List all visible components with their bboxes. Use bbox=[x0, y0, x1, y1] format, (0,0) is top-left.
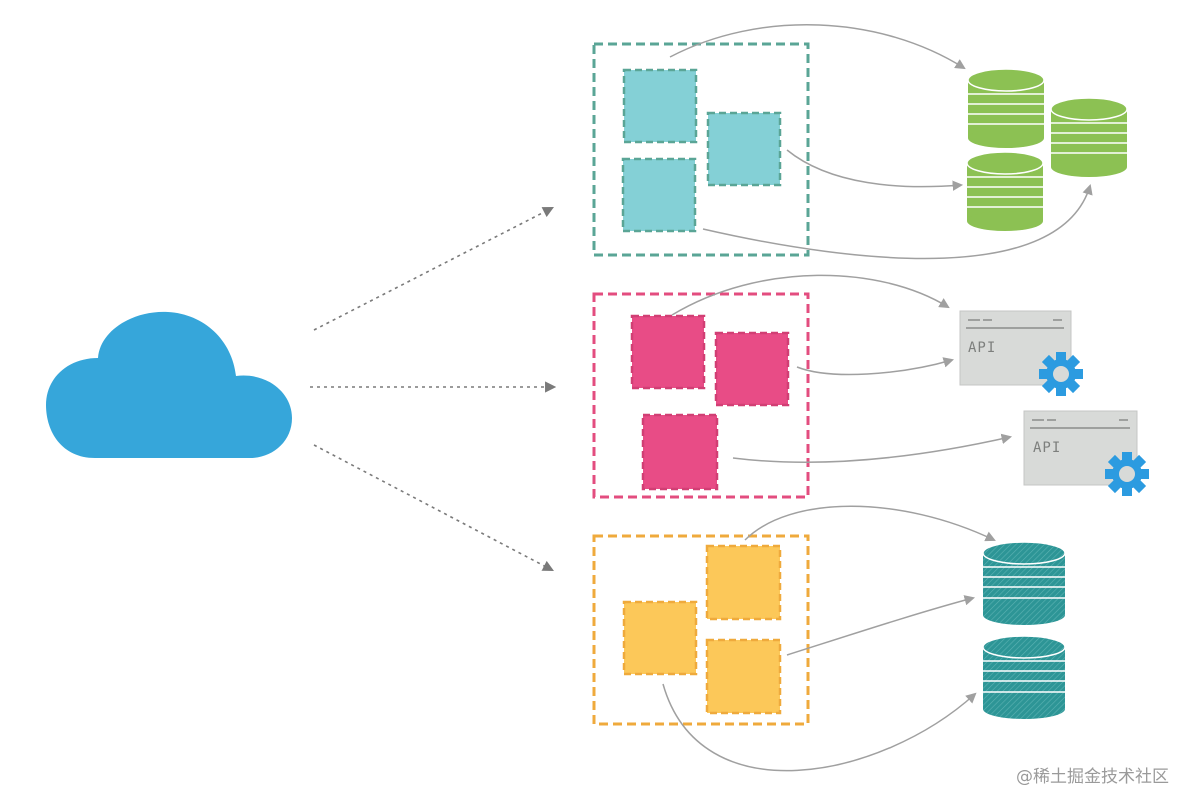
teal-to-db-arrow bbox=[669, 24, 966, 70]
service-box bbox=[706, 111, 782, 187]
yellow-to-db-arrow bbox=[662, 683, 977, 772]
teal-to-db-arrow bbox=[786, 149, 964, 191]
cluster-pink-border bbox=[592, 292, 810, 499]
database-icon bbox=[967, 68, 1045, 149]
cluster-yellow bbox=[592, 534, 810, 726]
service-box bbox=[622, 68, 698, 144]
database-icon bbox=[982, 635, 1066, 720]
pink-to-api-arrow bbox=[796, 357, 955, 376]
database-icon bbox=[966, 151, 1044, 232]
api-card: API bbox=[1023, 410, 1149, 496]
cluster-yellow-border bbox=[592, 534, 810, 726]
cloud-to-teal-arrow bbox=[313, 206, 554, 331]
cluster-pink bbox=[592, 292, 810, 499]
service-box bbox=[705, 544, 782, 621]
pink-to-api-arrow bbox=[671, 274, 950, 316]
service-connections bbox=[662, 24, 1093, 772]
api-card: API bbox=[959, 310, 1083, 396]
database-icon bbox=[982, 541, 1066, 626]
watermark: @稀土掘金技术社区 bbox=[1016, 767, 1169, 787]
service-box bbox=[621, 157, 697, 233]
yellow-to-db-arrow bbox=[786, 595, 976, 656]
cloud-to-yellow-arrow bbox=[313, 444, 554, 572]
service-box bbox=[714, 331, 790, 407]
service-box bbox=[630, 314, 706, 390]
cloud-icon bbox=[46, 311, 292, 458]
service-box bbox=[641, 413, 719, 491]
gear-icon bbox=[1039, 352, 1083, 396]
pink-to-api-arrow bbox=[732, 433, 1013, 464]
api-label: API bbox=[1033, 440, 1061, 456]
api-label: API bbox=[968, 340, 996, 356]
database-icon bbox=[1050, 97, 1128, 178]
gear-icon bbox=[1105, 452, 1149, 496]
service-box bbox=[705, 638, 782, 715]
yellow-to-db-arrow bbox=[744, 505, 996, 542]
cloud-connections bbox=[310, 206, 557, 572]
service-box bbox=[622, 600, 698, 676]
cluster-teal bbox=[592, 42, 810, 257]
teal-to-db-arrow bbox=[702, 183, 1093, 260]
